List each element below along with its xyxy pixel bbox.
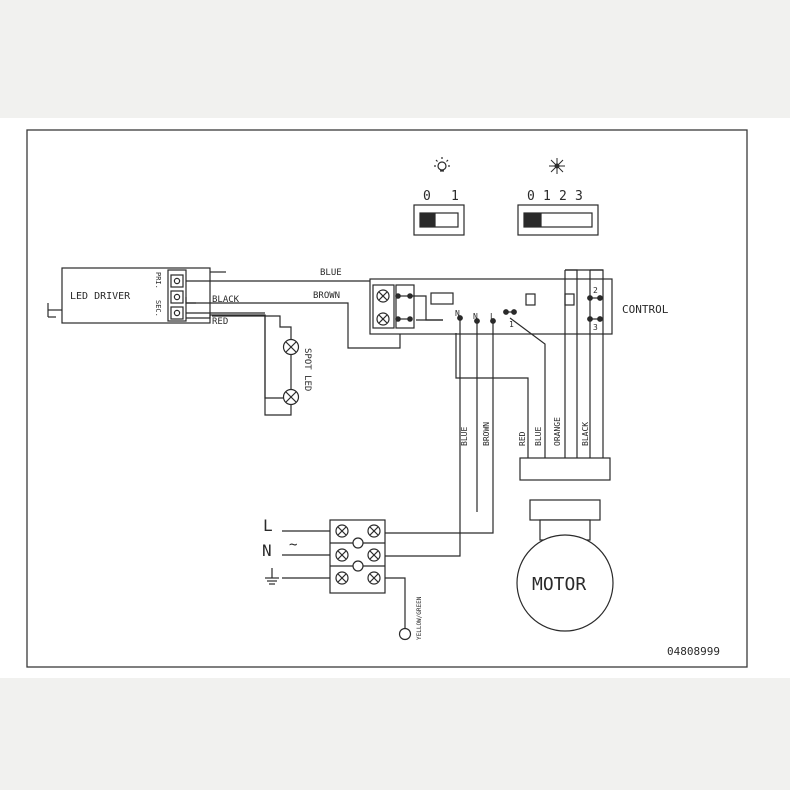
wire-yellow-green [385, 577, 406, 628]
spot-led-label: SPOT LED [302, 348, 312, 391]
wire-label-red: RED [212, 317, 228, 327]
fan-icon [549, 158, 565, 174]
wire-label-black-motor: BLACK [581, 422, 590, 446]
wire-spot-led-top [212, 315, 292, 339]
fan-pos-3: 3 [575, 189, 583, 204]
supply-ac-symbol: ~ [289, 537, 297, 553]
wire-label-yellow-green: YELLOW/GREEN [416, 596, 423, 640]
supply-terminal-block [329, 519, 386, 594]
terminal-3: 3 [593, 323, 598, 332]
fan-speed-switch[interactable] [517, 204, 599, 236]
spot-led-lamp-2 [282, 388, 300, 406]
wire-brown-live [383, 321, 494, 534]
light-pos-0: 0 [423, 189, 431, 204]
paper-sheet [0, 118, 790, 678]
wire-red-driver [186, 302, 291, 399]
control-board [369, 278, 613, 335]
ground-icon [265, 568, 279, 585]
control-label: CONTROL [622, 303, 669, 316]
wire-blue-neutral [383, 472, 461, 557]
wire-label-blue-v: BLUE [460, 427, 469, 446]
wire-label-brown-v: BROWN [482, 422, 491, 446]
terminal-n1: N [455, 309, 460, 318]
diagram-border [26, 129, 748, 668]
wire-red-motor [455, 333, 529, 460]
light-pos-1: 1 [451, 189, 459, 204]
wire-label-blue: BLUE [320, 268, 342, 278]
supply-l-label: L [263, 516, 273, 535]
motor [516, 457, 614, 632]
fan-pos-1: 1 [543, 189, 551, 204]
fan-pos-0: 0 [527, 189, 535, 204]
pri-label: PRI. [154, 272, 162, 289]
wire-brown-driver [185, 297, 401, 349]
wire-spot-led-left [264, 315, 292, 416]
terminal-n2: N [473, 312, 478, 321]
led-driver-label: LED DRIVER [70, 291, 131, 302]
wire-label-red-v: RED [518, 431, 527, 446]
earth-terminal [398, 627, 412, 641]
wire-blue-motor [509, 317, 546, 460]
light-switch[interactable] [413, 204, 465, 236]
led-driver [47, 267, 226, 324]
motor-label: MOTOR [532, 574, 586, 595]
spot-led-lamp-1 [282, 338, 300, 356]
light-bulb-icon [434, 157, 450, 172]
wire-label-black: BLACK [212, 295, 240, 305]
terminal-l: L [490, 312, 495, 321]
terminal-1: 1 [509, 320, 514, 329]
sec-label: SEC. [154, 300, 162, 317]
wire-label-brown: BROWN [313, 291, 340, 301]
part-number: 04808999 [667, 645, 720, 658]
terminal-2: 2 [593, 286, 598, 295]
wire-label-blue-motor: BLUE [534, 427, 543, 446]
supply-n-label: N [262, 541, 272, 560]
wire-label-orange: ORANGE [553, 417, 562, 446]
fan-pos-2: 2 [559, 189, 567, 204]
